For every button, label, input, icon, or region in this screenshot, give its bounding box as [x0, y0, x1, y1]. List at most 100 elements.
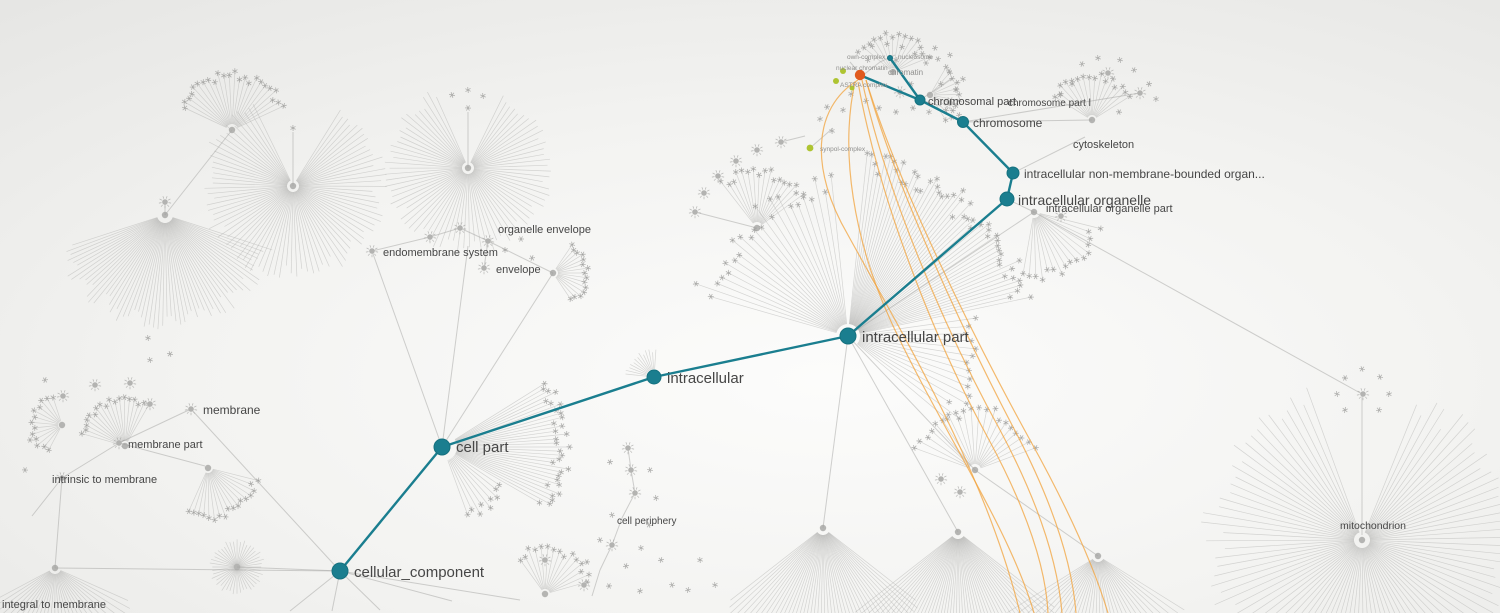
- graph-node-chromosomal-part[interactable]: [914, 94, 926, 106]
- leaf-node-glyph: [31, 414, 38, 421]
- rosette-node-glyph: [711, 170, 725, 183]
- leaf-node-glyph: [556, 491, 563, 497]
- leaf-node-glyph: [943, 63, 950, 70]
- leaf-node-glyph: [960, 75, 966, 83]
- leaf-node-glyph: [1098, 70, 1105, 77]
- rosette-node-glyph: [688, 206, 702, 219]
- fan-cluster: [549, 244, 589, 300]
- leaf-node-glyph: [545, 387, 552, 395]
- leaf-node-glyph: [194, 80, 201, 87]
- leaf-node-glyph: [1153, 95, 1159, 103]
- graph-node-cellular-component[interactable]: [331, 562, 349, 580]
- graph-node-minor-green-3[interactable]: [849, 85, 855, 91]
- fan-cluster: [384, 91, 551, 253]
- leaf-node-glyph: [1081, 255, 1088, 262]
- graph-node-cell-part[interactable]: [433, 438, 451, 456]
- graph-edge: [339, 570, 381, 611]
- leaf-node-glyph: [934, 175, 940, 182]
- leaf-node-glyph: [934, 56, 942, 62]
- leaf-node-glyph: [1044, 266, 1051, 273]
- leaf-node-glyph: [1014, 287, 1021, 294]
- graph-edge: [441, 272, 554, 448]
- leaf-node-glyph: [221, 72, 227, 79]
- graph-node-minor-green-4[interactable]: [806, 144, 814, 152]
- highlight-path-edge: [918, 98, 965, 124]
- graph-node-intracellular-part[interactable]: [839, 327, 857, 345]
- fan-cluster: [31, 397, 66, 451]
- leaf-node-glyph: [83, 416, 90, 423]
- rosette-node-glyph: [697, 187, 711, 200]
- leaf-node-glyph: [78, 430, 85, 437]
- graph-node-intracellular-organelle[interactable]: [999, 191, 1015, 207]
- leaf-node-glyph: [581, 269, 588, 277]
- fan-cluster: [844, 317, 976, 420]
- fan-cluster: [695, 175, 852, 340]
- graph-node-minor-green-1[interactable]: [840, 68, 846, 74]
- node-label: mitochondrion: [1340, 520, 1406, 532]
- leaf-node-glyph: [882, 30, 889, 36]
- leaf-node-glyph: [251, 487, 257, 494]
- highlight-path-edge: [860, 74, 922, 102]
- rosette-node-glyph: [55, 472, 69, 485]
- leaf-node-glyph: [211, 79, 218, 86]
- leaf-node-glyph: [795, 201, 802, 208]
- leaf-node-glyph: [558, 410, 564, 417]
- leaf-node-glyph: [45, 446, 52, 453]
- leaf-node-glyph: [116, 395, 123, 402]
- graph-node-minor-green-2[interactable]: [833, 78, 839, 84]
- graph-node-chromosome[interactable]: [957, 116, 969, 128]
- leaf-node-glyph: [963, 400, 970, 407]
- leaf-node-glyph: [967, 376, 974, 382]
- leaf-node-glyph: [994, 237, 1001, 244]
- leaf-node-glyph: [871, 36, 877, 43]
- node-label: cell part: [456, 439, 509, 456]
- leaf-node-glyph: [737, 233, 744, 240]
- leaf-node-glyph: [992, 405, 999, 412]
- leaf-node-glyph: [1020, 270, 1027, 277]
- leaf-node-glyph: [938, 81, 944, 87]
- leaf-node-glyph: [1126, 93, 1133, 100]
- graph-node-intracellular[interactable]: [646, 369, 662, 385]
- rosette-node-glyph: [477, 262, 491, 275]
- graph-edge: [371, 236, 431, 252]
- leaf-node-glyph: [726, 181, 733, 188]
- node-label: cytoskeleton: [1073, 139, 1134, 151]
- graph-node-nucleosome-highlight[interactable]: [854, 69, 866, 81]
- fan-cluster: [1022, 208, 1101, 280]
- node-label: endomembrane system: [383, 247, 498, 259]
- leaf-node-glyph: [925, 434, 932, 441]
- graph-node-nucleosome-branch[interactable]: [887, 55, 893, 61]
- leaf-node-glyph: [573, 556, 580, 563]
- fan-cluster: [439, 383, 570, 505]
- leaf-node-glyph: [736, 251, 743, 259]
- fan-cluster: [1201, 387, 1500, 613]
- graph-node-intracellular-non-membrane-bounded-organelle[interactable]: [1006, 166, 1020, 180]
- leaf-node-glyph: [1056, 92, 1064, 98]
- leaf-node-glyph: [1080, 73, 1086, 80]
- rosette-node-glyph: [628, 487, 642, 500]
- leaf-node-glyph: [583, 559, 591, 565]
- leaf-node-glyph: [83, 427, 89, 434]
- leaf-node-glyph: [1341, 375, 1349, 381]
- leaf-node-glyph: [1376, 374, 1384, 380]
- graph-edge: [483, 240, 489, 269]
- leaf-node-glyph: [776, 176, 783, 183]
- leaf-node-glyph: [902, 33, 909, 40]
- leaf-node-glyph: [189, 84, 196, 90]
- graph-edge: [847, 335, 959, 533]
- leaf-node-glyph: [147, 357, 153, 363]
- highlight-path-edge: [846, 197, 1009, 338]
- leaf-node-glyph: [960, 407, 967, 414]
- leaf-node-glyph: [185, 508, 192, 515]
- leaf-node-glyph: [1095, 54, 1101, 62]
- leaf-node-glyph: [976, 404, 983, 411]
- leaf-node-glyph: [29, 431, 36, 438]
- leaf-node-glyph: [722, 259, 729, 266]
- node-label: intrinsic to membrane: [52, 474, 157, 486]
- leaf-node-glyph: [1359, 366, 1365, 372]
- leaf-node-glyph: [477, 511, 484, 517]
- leaf-node-glyph: [731, 257, 738, 264]
- leaf-node-glyph: [758, 224, 765, 231]
